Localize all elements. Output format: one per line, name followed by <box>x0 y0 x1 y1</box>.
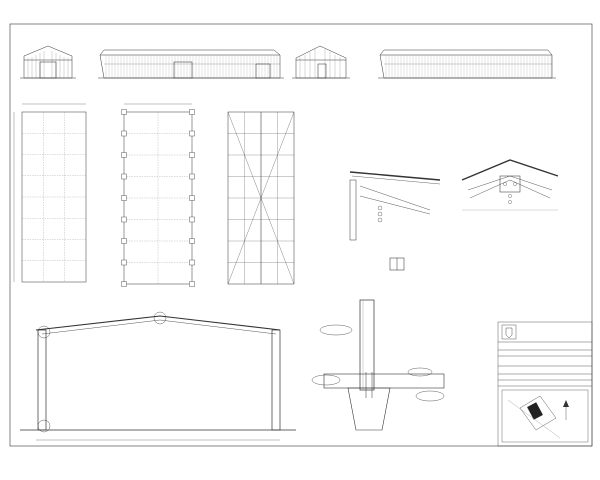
title-block <box>497 321 593 447</box>
situation-map <box>501 389 589 443</box>
north-arrow-icon <box>563 400 569 407</box>
company-logo <box>501 324 517 340</box>
sheet-frame <box>9 23 593 447</box>
foundation-plan <box>121 103 195 287</box>
cross-section <box>20 311 296 441</box>
side-elevation <box>98 49 284 79</box>
rear-elevation <box>292 45 350 79</box>
other-side-elevation <box>378 49 556 79</box>
roof-plan <box>227 111 295 285</box>
front-elevation <box>20 45 76 79</box>
base-detail-marker <box>37 419 51 433</box>
detail-c-column-base <box>311 299 445 431</box>
ridge-detail-marker <box>153 311 167 325</box>
detail-a-eave <box>349 171 441 271</box>
floor-plan <box>13 103 87 283</box>
detail-b-ridge <box>461 159 559 211</box>
eave-detail-marker <box>37 325 51 339</box>
